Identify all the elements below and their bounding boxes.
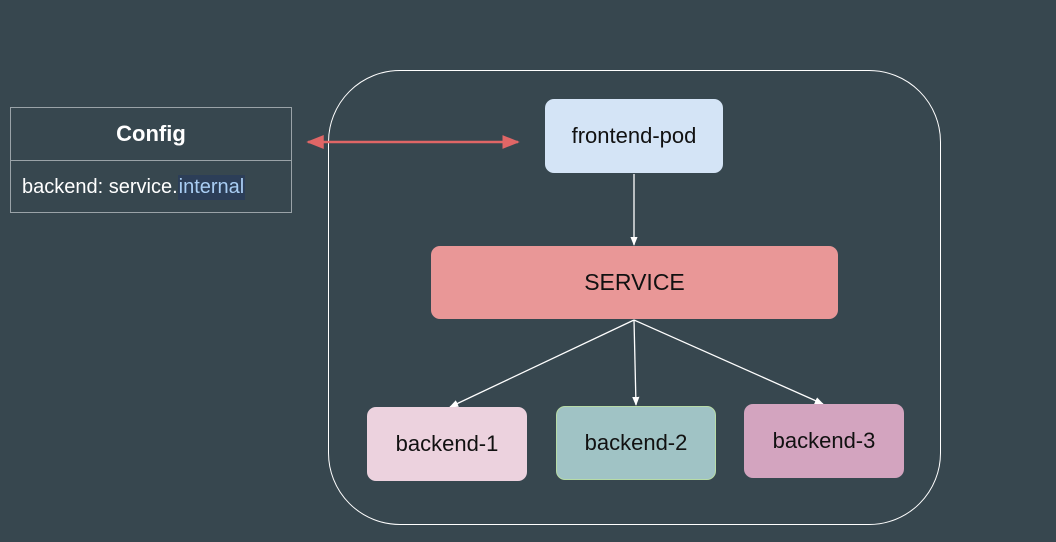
- frontend-pod-node: frontend-pod: [545, 99, 723, 173]
- service-node: SERVICE: [431, 246, 838, 319]
- backend-3-node: backend-3: [744, 404, 904, 478]
- cluster-boundary: [328, 70, 941, 525]
- edge-service-to-backend-1: [449, 319, 635, 408]
- backend-2-node: backend-2: [556, 406, 716, 480]
- backend-1-node: backend-1: [367, 407, 527, 481]
- edge-service-to-backend-3: [633, 319, 824, 405]
- config-row: backend: service.internal: [11, 161, 291, 213]
- config-title: Config: [11, 108, 291, 161]
- edge-service-to-backend-2: [632, 319, 640, 406]
- config-row-prefix: backend: service.: [22, 175, 178, 198]
- config-table: Config backend: service.internal: [10, 107, 292, 213]
- config-row-highlight: internal: [177, 174, 246, 200]
